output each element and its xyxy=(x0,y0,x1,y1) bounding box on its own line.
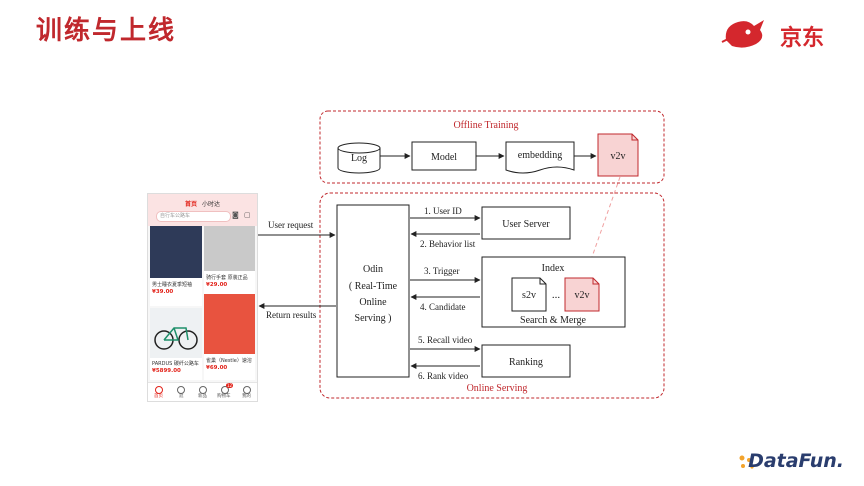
model-label: Model xyxy=(431,152,457,163)
log-label: Log xyxy=(351,153,367,164)
embedding-label: embedding xyxy=(518,150,562,161)
nav-home-icon[interactable] xyxy=(155,386,163,394)
product-image-3 xyxy=(150,308,202,358)
user-request-label: User request xyxy=(268,220,314,230)
return-results-label: Return results xyxy=(266,310,317,320)
online-serving-container xyxy=(319,192,665,399)
odin-node xyxy=(336,204,410,378)
offline-training-container xyxy=(319,110,665,184)
odin-line-2: ( Real-Time xyxy=(349,281,398,292)
product-card-3[interactable]: PARDUS 碳纤公路车 ¥5899.00 xyxy=(150,308,202,380)
step3-label: 3. Trigger xyxy=(424,266,460,276)
camera-icon[interactable]: ◙ xyxy=(232,211,239,219)
v2v-offline-label: v2v xyxy=(611,151,626,162)
v2v-online-node xyxy=(564,277,600,312)
cart-badge: 12 xyxy=(226,383,234,388)
nav-me-label[interactable]: 我的 xyxy=(242,394,251,399)
online-serving-title: Online Serving xyxy=(467,383,528,394)
ranking-node xyxy=(481,344,571,378)
v2v-online-label: v2v xyxy=(575,290,590,301)
product-title-4: 雀巢（Nestle）速溶 xyxy=(206,358,252,364)
jd-logo-text: 京东 xyxy=(779,26,824,51)
product-price-3: ¥5899.00 xyxy=(152,368,181,374)
nav-new-icon[interactable] xyxy=(199,386,207,394)
embedding-node xyxy=(505,141,575,174)
phone-bottom-nav: 首页 逛 新品 12 购物车 我的 xyxy=(148,382,257,401)
offline-training-title: Offline Training xyxy=(453,120,518,131)
step6-label: 6. Rank video xyxy=(418,371,469,381)
index-ellipsis: ... xyxy=(552,289,561,301)
product-card-4[interactable]: 雀巢（Nestle）速溶 ¥69.00 xyxy=(204,294,255,380)
odin-line-4: Serving ) xyxy=(355,313,392,324)
phone-tab-hourly[interactable]: 小时达 xyxy=(202,201,221,208)
s2v-label: s2v xyxy=(522,290,536,301)
product-title-3: PARDUS 碳纤公路车 xyxy=(152,361,199,367)
phone-search-input[interactable]: 自行车公路车 xyxy=(156,211,231,222)
v2v-deploy-arrow xyxy=(583,176,621,278)
search-merge-label: Search & Merge xyxy=(520,315,586,326)
s2v-node xyxy=(511,277,547,312)
phone-screenshot: 首页 小时达 自行车公路车 ◙ ▢ 男士睡衣夏季短袖 ¥39.00 骑行手套 原… xyxy=(147,193,258,402)
step1-label: 1. User ID xyxy=(424,206,462,216)
product-title-1: 男士睡衣夏季短袖 xyxy=(152,282,193,288)
user-server-node xyxy=(481,206,571,240)
product-price-1: ¥39.00 xyxy=(152,289,174,295)
user-server-label: User Server xyxy=(502,219,550,230)
nav-cart-icon[interactable] xyxy=(221,386,229,394)
log-node: Log xyxy=(337,142,381,174)
index-node xyxy=(481,256,626,328)
nav-new-label[interactable]: 新品 xyxy=(198,394,207,399)
index-title: Index xyxy=(542,263,565,274)
datafun-brand: DataFun. xyxy=(748,450,844,472)
cart-top-icon[interactable]: ▢ xyxy=(244,211,251,219)
product-price-4: ¥69.00 xyxy=(206,365,228,371)
step2-label: 2. Behavior list xyxy=(420,239,476,249)
nav-me-icon[interactable] xyxy=(243,386,251,394)
product-card-1[interactable]: 男士睡衣夏季短袖 ¥39.00 xyxy=(150,226,202,306)
step4-label: 4. Candidate xyxy=(420,302,466,312)
product-image-4 xyxy=(204,294,255,354)
datafun-logo-icon xyxy=(739,455,754,469)
phone-tab-home[interactable]: 首页 xyxy=(185,201,198,208)
product-image-2 xyxy=(204,226,255,271)
nav-browse-icon[interactable] xyxy=(177,386,185,394)
odin-line-3: Online xyxy=(359,297,387,308)
nav-browse-label[interactable]: 逛 xyxy=(179,394,184,399)
v2v-offline-node xyxy=(597,133,639,177)
nav-home-label[interactable]: 首页 xyxy=(154,394,163,399)
product-price-2: ¥29.00 xyxy=(206,282,228,288)
ranking-label: Ranking xyxy=(509,357,543,368)
product-image-1 xyxy=(150,226,202,278)
product-card-2[interactable]: 骑行手套 原装正品 ¥29.00 xyxy=(204,226,255,306)
page-title: 训练与上线 xyxy=(36,16,177,46)
nav-cart-label[interactable]: 购物车 xyxy=(217,394,231,399)
step5-label: 5. Recall video xyxy=(418,335,473,345)
product-title-2: 骑行手套 原装正品 xyxy=(206,275,248,281)
odin-line-1: Odin xyxy=(363,264,383,275)
jd-dog-logo-icon xyxy=(721,20,764,48)
model-node xyxy=(411,141,477,171)
